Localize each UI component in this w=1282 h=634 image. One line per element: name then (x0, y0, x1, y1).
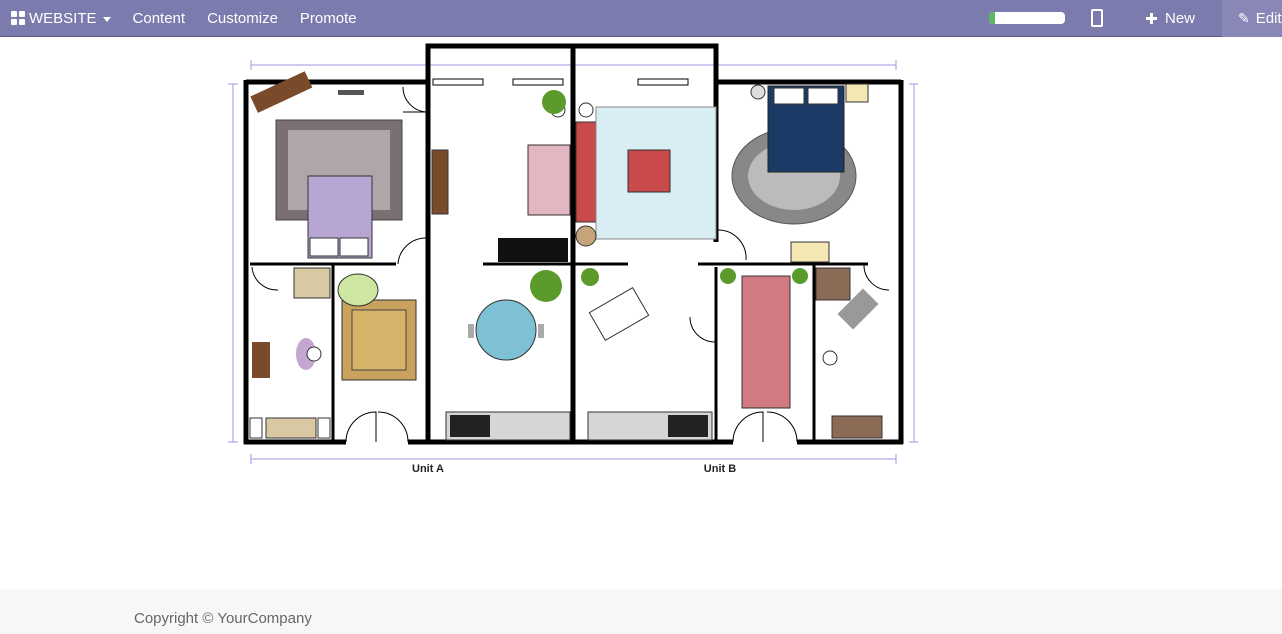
mobile-preview-icon[interactable] (1090, 9, 1103, 27)
copyright-text: Copyright © YourCompany (134, 610, 312, 627)
edit-button-label: Edit (1255, 9, 1282, 27)
website-topbar: WEBSITE Content Customize Promote New ✎ … (0, 0, 1282, 37)
seo-progress-bar[interactable] (988, 12, 1065, 24)
progress-fill (988, 12, 996, 24)
website-menu-dropdown[interactable]: WEBSITE (0, 0, 122, 36)
unit-b-label: Unit B (704, 463, 736, 475)
apps-grid-icon (11, 11, 25, 25)
menu-promote[interactable]: Promote (299, 9, 357, 27)
new-button[interactable]: New (1135, 0, 1206, 36)
footer (0, 589, 1282, 634)
topbar-right: New ✎ Edit (988, 0, 1282, 37)
unit-a-label: Unit A (412, 463, 444, 475)
new-button-label: New (1164, 9, 1195, 27)
edit-button[interactable]: ✎ Edit (1222, 0, 1282, 37)
floor-plan-image: Unit A Unit B (228, 43, 918, 475)
website-menu-label: WEBSITE (29, 9, 97, 27)
plus-icon (1145, 12, 1157, 24)
pencil-icon: ✎ (1238, 9, 1250, 26)
caret-down-icon (102, 16, 111, 22)
menu-customize[interactable]: Customize (207, 9, 278, 27)
menu-content[interactable]: Content (132, 9, 186, 27)
